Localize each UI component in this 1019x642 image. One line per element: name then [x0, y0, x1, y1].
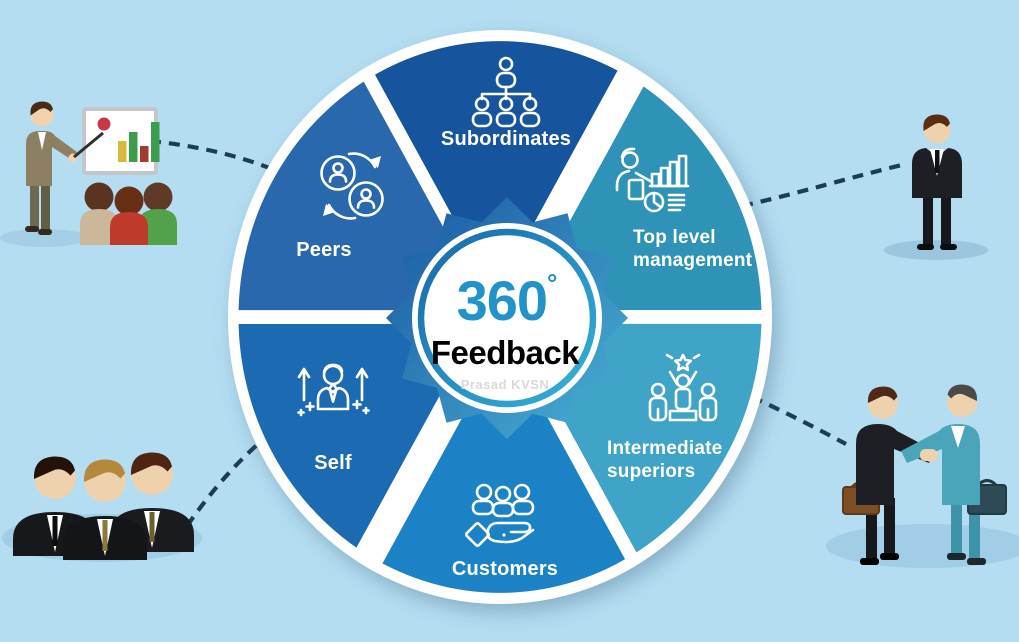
ground-shadow — [826, 524, 1019, 568]
label-line-2: management — [633, 250, 753, 271]
manager-chart-icon — [615, 147, 690, 213]
chart-dot — [97, 117, 111, 131]
winner-team-icon — [648, 353, 718, 422]
people-exchange-icon — [320, 152, 384, 220]
connector-superiors-line — [751, 395, 847, 446]
label-line-1: Intermediate — [607, 438, 723, 459]
label-self: Self — [314, 452, 352, 474]
label-top-level-management: Top level management — [633, 226, 752, 272]
audience-figures — [80, 182, 177, 245]
label-subordinates: Subordinates — [440, 128, 572, 150]
org-hierarchy-icon — [471, 56, 541, 128]
chart-bar — [151, 122, 160, 162]
label-line-2: superiors — [607, 461, 696, 482]
chart-bar — [129, 132, 138, 162]
center-number: 360 — [456, 269, 548, 332]
segment-customers — [357, 303, 643, 604]
center-title-feedback: Feedback — [430, 334, 580, 371]
label-intermediate-superiors: Intermediate superiors — [607, 437, 722, 483]
hub-ring — [417, 228, 597, 408]
degree-symbol: ° — [547, 268, 558, 298]
wheel-hub — [386, 197, 628, 439]
hand-holding-people-icon — [465, 483, 535, 547]
connector-self-line — [185, 430, 274, 528]
label-line-1: Top level — [633, 227, 716, 248]
handshake-right-man — [901, 384, 1007, 565]
feedback-wheel — [228, 30, 772, 604]
handshake-businessmen-illustration — [826, 384, 1019, 568]
presenter-figure — [25, 101, 104, 235]
segment-subordinates — [357, 30, 643, 331]
label-customers: Customers — [451, 558, 559, 580]
whiteboard — [82, 107, 160, 175]
watermark-text: Prasad KVSN — [460, 377, 550, 392]
chart-bar — [140, 146, 149, 162]
center-title-360: 360° — [457, 270, 558, 329]
ground-shadow — [884, 240, 988, 260]
connector-top-management-line — [741, 161, 907, 209]
presenter-with-audience-illustration — [0, 101, 177, 247]
standing-businessman-illustration — [884, 114, 988, 260]
ground-shadow — [0, 229, 88, 247]
self-growth-icon — [297, 363, 370, 417]
three-businessmen-illustration — [2, 452, 202, 562]
chart-bar — [118, 141, 127, 162]
dashed-connectors — [149, 138, 907, 528]
label-peers: Peers — [296, 239, 352, 261]
segment-icons — [297, 56, 718, 547]
